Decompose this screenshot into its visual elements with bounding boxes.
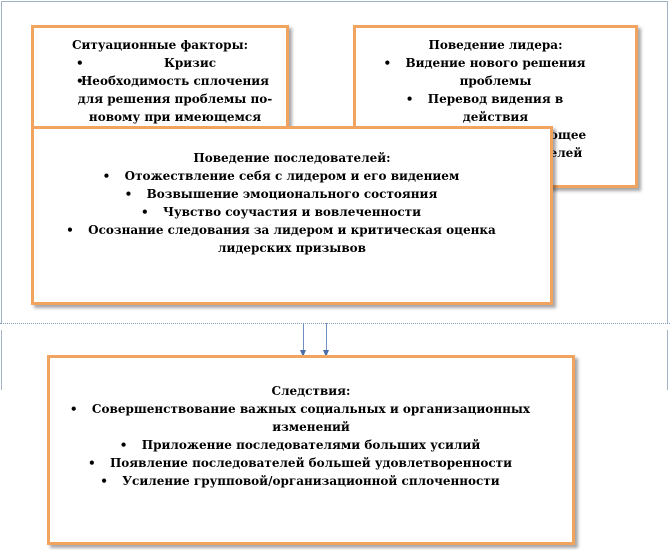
left-frame-line bbox=[1, 330, 2, 390]
list-item: Необходимость сплочения для решения проб… bbox=[34, 72, 286, 126]
list-item: Появление последователей большей удовлет… bbox=[50, 454, 572, 472]
arrow-down-icon bbox=[323, 323, 329, 357]
list-item: Перевод видения в действия bbox=[356, 90, 635, 126]
list-item: Усиление групповой/организационной сплоч… bbox=[50, 472, 572, 490]
followers-behavior-box: Поведение последователей: Отожествление … bbox=[31, 126, 553, 305]
list-item: Возвышение эмоционального состояния bbox=[34, 185, 550, 203]
situational-factors-list: Кризис Необходимость сплочения для решен… bbox=[34, 54, 286, 126]
list-item: Кризис bbox=[34, 54, 286, 72]
list-item: Осознание следования за лидером и критич… bbox=[34, 221, 550, 257]
list-item: Приложение последователями больших усили… bbox=[50, 436, 572, 454]
divider-line bbox=[0, 323, 670, 324]
followers-behavior-list: Отожествление себя с лидером и его виден… bbox=[34, 167, 550, 257]
leader-behavior-title: Поведение лидера: bbox=[428, 38, 563, 52]
upper-frame bbox=[1, 1, 668, 323]
consequences-box: Следствия: Совершенствование важных соци… bbox=[47, 355, 575, 545]
list-item: Отожествление себя с лидером и его виден… bbox=[34, 167, 550, 185]
consequences-title: Следствия: bbox=[271, 384, 351, 398]
consequences-list: Совершенствование важных социальных и ор… bbox=[50, 400, 572, 490]
arrow-down-icon bbox=[300, 323, 306, 357]
situational-factors-title: Ситуационные факторы: bbox=[71, 38, 249, 52]
list-item: Видение нового решения проблемы bbox=[356, 54, 635, 90]
followers-behavior-title: Поведение последователей: bbox=[193, 151, 391, 165]
list-item: Чувство соучастия и вовлеченности bbox=[34, 203, 550, 221]
list-item: Совершенствование важных социальных и ор… bbox=[50, 400, 572, 436]
right-frame-line bbox=[667, 330, 668, 390]
